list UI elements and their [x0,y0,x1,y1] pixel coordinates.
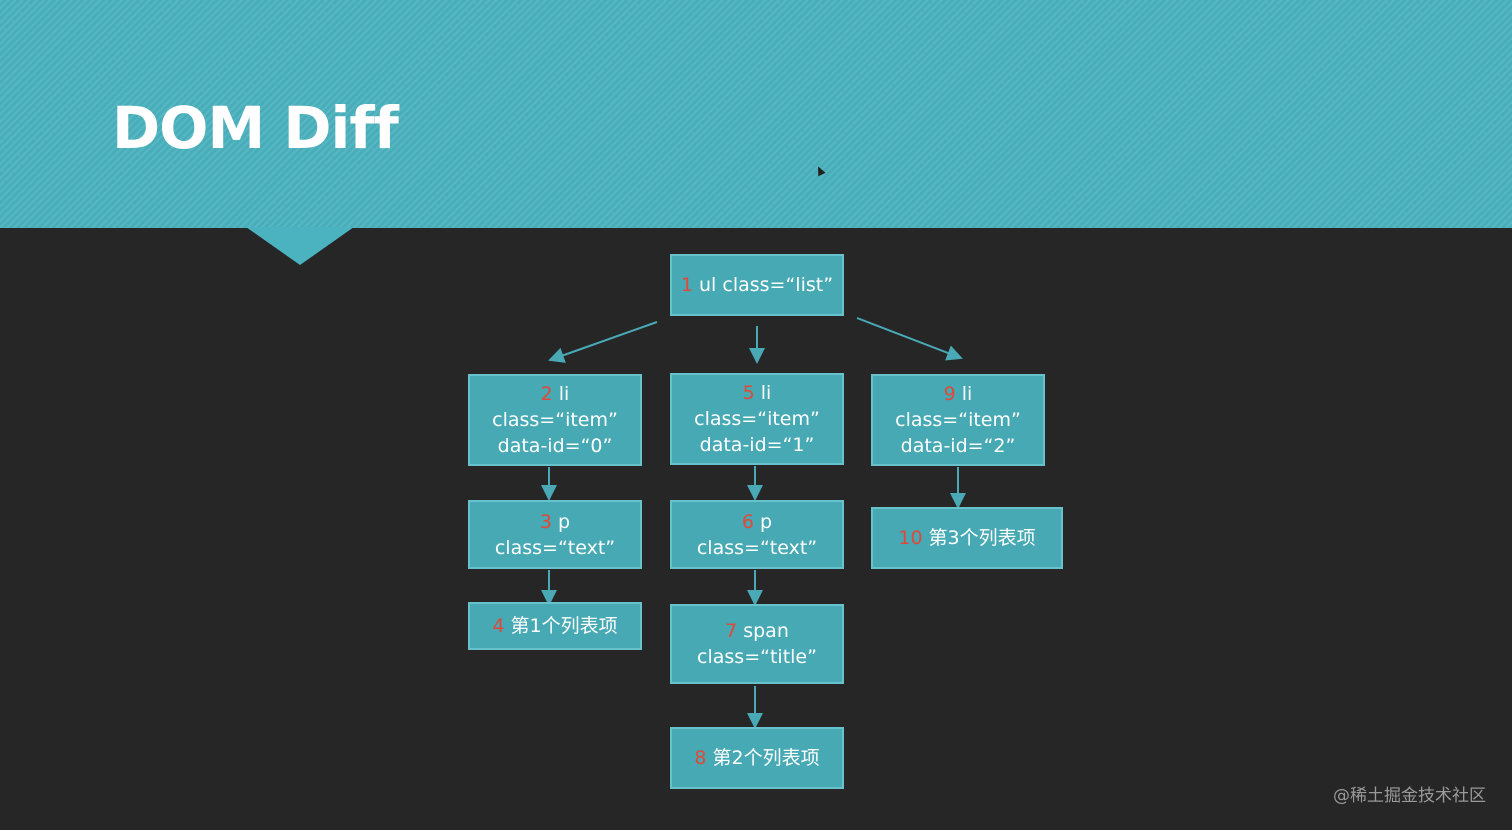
node-label: class=“item” [895,409,1021,431]
node-label: 第1个列表项 [510,615,618,637]
node-label: class=“text” [494,536,616,559]
edge-n1-n9 [856,317,963,361]
node-label: li [558,383,570,405]
node-number: 10 [898,527,923,549]
node-label: class=“text” [696,536,818,559]
watermark-text: @稀土掘金技术社区 [1333,786,1486,806]
node-number: 2 [540,383,553,405]
node-label: class=“title” [697,646,817,668]
slide-header: DOM Diff [0,0,1512,228]
node-text-line: class=“item” [895,407,1021,433]
node-label: 第3个列表项 [928,527,1036,549]
node-label: class=“item” [694,408,820,430]
node-text-line: data-id=“2” [901,433,1016,459]
edge-n1-n2 [548,321,658,363]
node-label: span [743,620,789,642]
node-text-line: class=“text” [495,535,615,561]
node-number: 3 [539,510,553,533]
node-label: li [760,382,772,404]
node-label: p [558,510,571,533]
page-title: DOM Diff [112,94,399,162]
node-number: 7 [725,620,738,642]
node-number: 9 [943,383,956,405]
header-notch [246,227,354,265]
node-number: 8 [694,747,707,769]
node-number: 5 [742,382,755,404]
node-label: li [961,383,973,405]
node-text-line: class=“text” [697,535,817,561]
node-label: data-id=“2” [900,435,1016,457]
node-label: data-id=“1” [699,434,815,456]
node-text-line: data-id=“1” [700,432,815,458]
node-text-line: class=“item” [694,406,820,432]
node-label: 第2个列表项 [712,747,820,769]
node-label: p [760,510,773,533]
node-text-line: class=“item” [492,407,618,433]
node-text-line: data-id=“0” [498,433,613,459]
node-label: class=“item” [492,409,618,431]
node-text-line: class=“title” [697,644,817,670]
node-number: 1 [680,274,694,296]
node-label: ul class=“list” [699,274,834,296]
node-number: 4 [492,615,505,637]
node-label: data-id=“0” [497,435,613,457]
node-number: 6 [741,510,755,533]
